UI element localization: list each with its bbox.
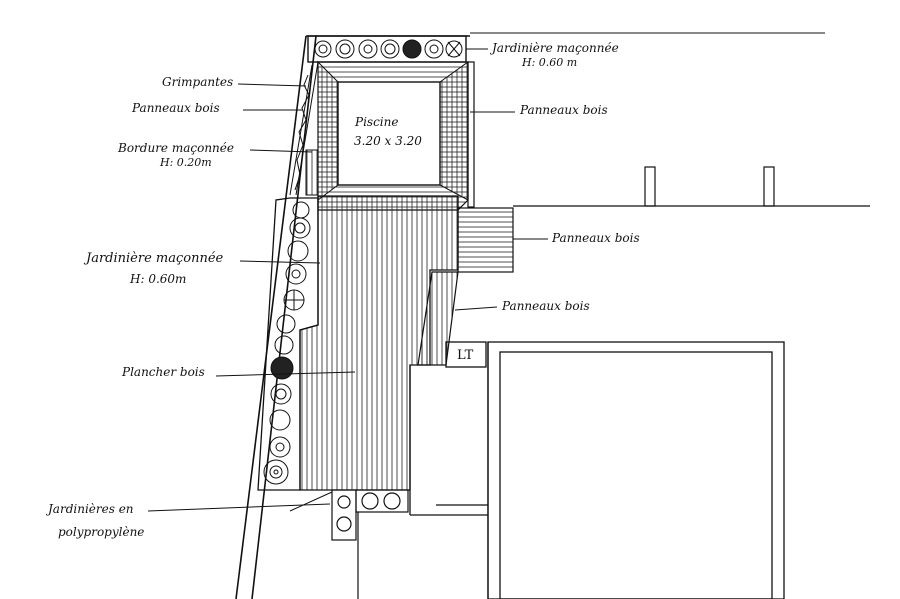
label-left-planter-height: H: 0.60m: [129, 272, 186, 286]
climbers-strip: [289, 61, 319, 196]
label-poly-planters-2: polypropylène: [58, 525, 144, 539]
house: [409, 341, 785, 599]
label-edging-height: H: 0.20m: [159, 156, 212, 169]
label-deck: Plancher bois: [121, 365, 205, 379]
label-panels-right-mid: Panneaux bois: [551, 231, 640, 245]
left-planter: [257, 197, 319, 491]
posts: [644, 166, 775, 207]
poly-planters: [331, 489, 409, 599]
top-planter: [307, 35, 467, 63]
label-panels-left: Panneaux bois: [131, 101, 220, 115]
lt-label: LT: [457, 348, 474, 363]
label-edging: Bordure maçonnée: [117, 141, 234, 155]
label-climbers: Grimpantes: [162, 75, 233, 89]
pool-dimensions: 3.20 x 3.20: [354, 134, 422, 148]
label-panels-right-top: Panneaux bois: [519, 103, 608, 117]
pool: [337, 81, 441, 186]
panel-right-top: [467, 61, 475, 208]
leader-lines: [147, 48, 548, 512]
label-top-planter: Jardinière maçonnée: [489, 41, 619, 55]
masonry-edging: [305, 149, 319, 196]
label-left-planter: Jardinière maçonnée: [83, 251, 224, 266]
label-top-planter-height: H: 0.60 m: [521, 56, 577, 69]
label-panels-right-low: Panneaux bois: [501, 299, 590, 313]
label-poly-planters-1: Jardinières en: [45, 502, 134, 516]
pool-label: Piscine: [354, 115, 398, 129]
deck-extension: [457, 207, 514, 273]
